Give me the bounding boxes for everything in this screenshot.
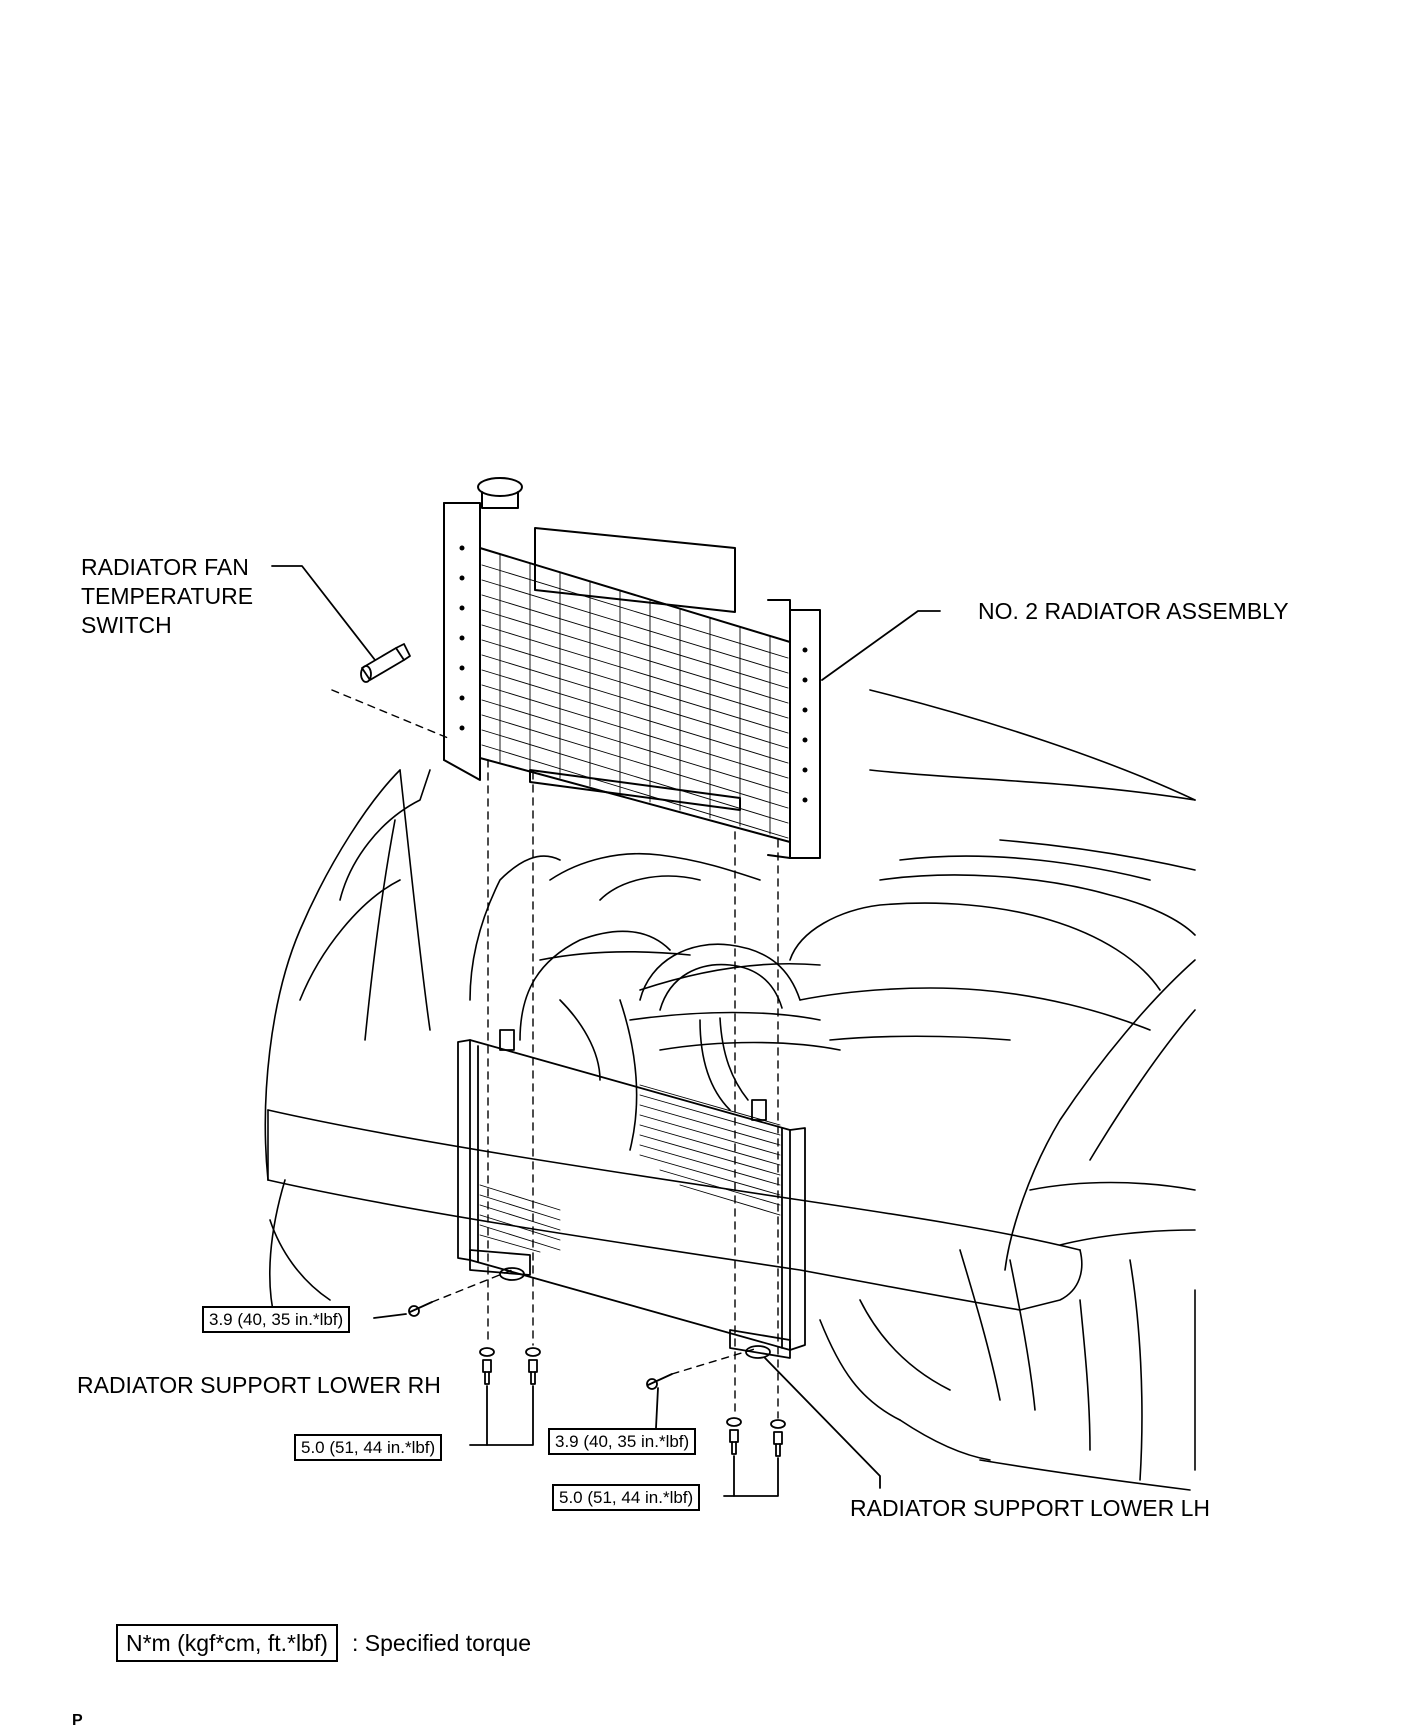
torque-lh-bottom-bolts: 5.0 (51, 44 in.*lbf) xyxy=(552,1484,701,1511)
alignment-dashes xyxy=(331,689,779,1419)
no2-radiator-assembly xyxy=(443,477,821,859)
engine-bay-outline xyxy=(264,689,1196,1491)
page-mark: P xyxy=(72,1712,83,1729)
label-radiator-support-lower-lh: RADIATOR SUPPORT LOWER LH xyxy=(850,1495,1210,1521)
torque-lh-side-bolt: 3.9 (40, 35 in.*lbf) xyxy=(548,1428,697,1455)
fan-temperature-switch-part xyxy=(360,643,411,683)
legend-torque-unit-box: N*m (kgf*cm, ft.*lbf) xyxy=(116,1624,338,1662)
label-no2-radiator-assembly: NO. 2 RADIATOR ASSEMBLY xyxy=(978,598,1289,624)
bolt-rh-side xyxy=(408,1301,433,1317)
torque-rh-bottom-bolts: 5.0 (51, 44 in.*lbf) xyxy=(294,1434,443,1461)
leader-lines xyxy=(271,565,941,1497)
bolts-lh-bottom xyxy=(726,1417,786,1457)
condenser-in-vehicle xyxy=(457,1029,806,1359)
bolt-lh-side xyxy=(646,1373,673,1390)
legend-description: : Specified torque xyxy=(352,1630,532,1656)
label-radiator-support-lower-rh: RADIATOR SUPPORT LOWER RH xyxy=(77,1372,441,1398)
bolts-rh-bottom xyxy=(479,1347,541,1385)
torque-rh-side-bolt: 3.9 (40, 35 in.*lbf) xyxy=(202,1306,351,1333)
label-radiator-fan-temperature-switch: RADIATOR FAN TEMPERATURE SWITCH xyxy=(81,554,254,638)
